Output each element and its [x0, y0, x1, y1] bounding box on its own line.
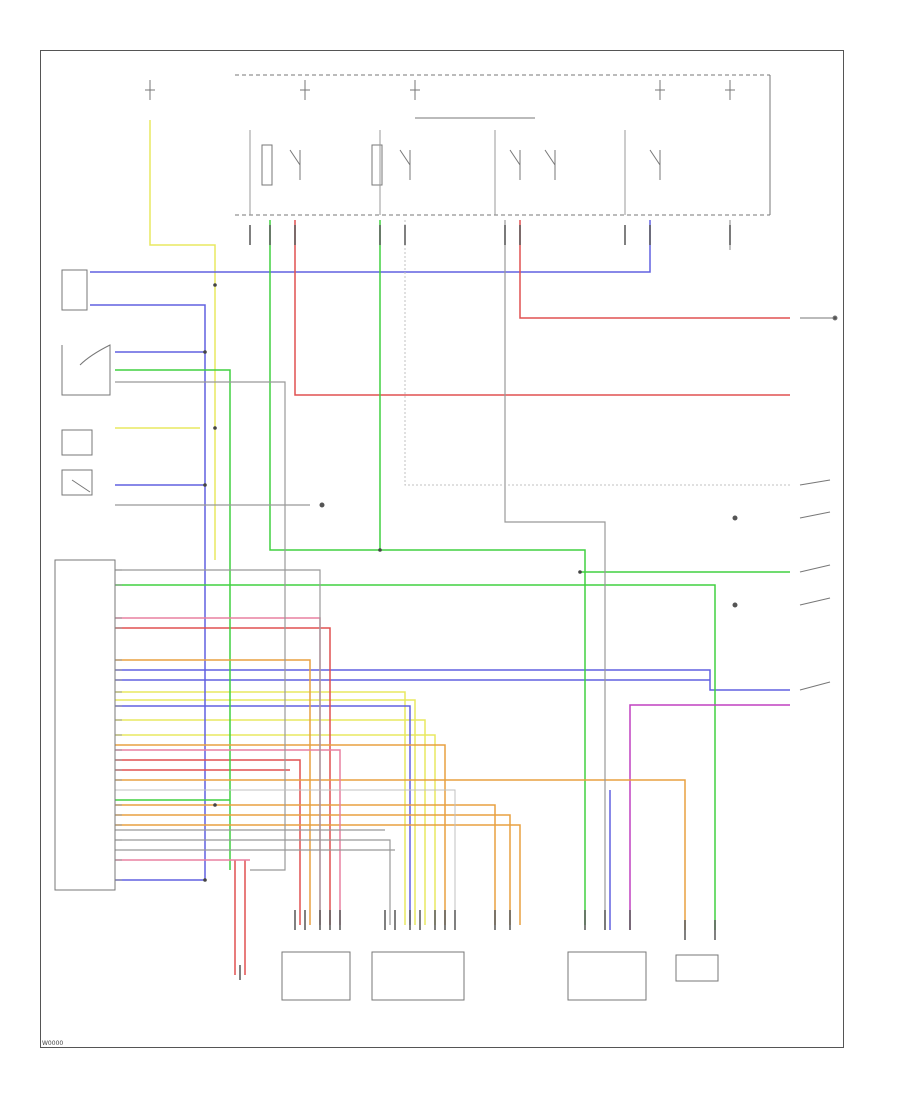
switch-icon	[799, 315, 838, 691]
wire-green	[115, 220, 790, 930]
wire-pink	[115, 617, 341, 925]
ground-icon	[319, 502, 738, 608]
fuse-icon	[145, 80, 735, 100]
heater-control-components	[61, 269, 111, 496]
wire-violet	[629, 704, 790, 930]
splice-points	[203, 283, 582, 882]
bottom-components	[281, 951, 719, 1001]
power-bus	[235, 74, 771, 216]
wire-ltgray	[115, 220, 790, 925]
connector-icon	[239, 225, 731, 980]
page-frame	[40, 50, 844, 1048]
wire-gray	[115, 220, 731, 930]
diagram-code: W0000	[42, 1040, 64, 1047]
heater-control-panel	[54, 559, 116, 891]
control-panel-pins	[115, 569, 122, 881]
vertical-bus-lines	[249, 130, 626, 215]
wire-yellow	[115, 120, 436, 925]
relay-icon	[261, 144, 661, 186]
wire-red	[115, 220, 790, 975]
wire-orange	[115, 659, 686, 930]
